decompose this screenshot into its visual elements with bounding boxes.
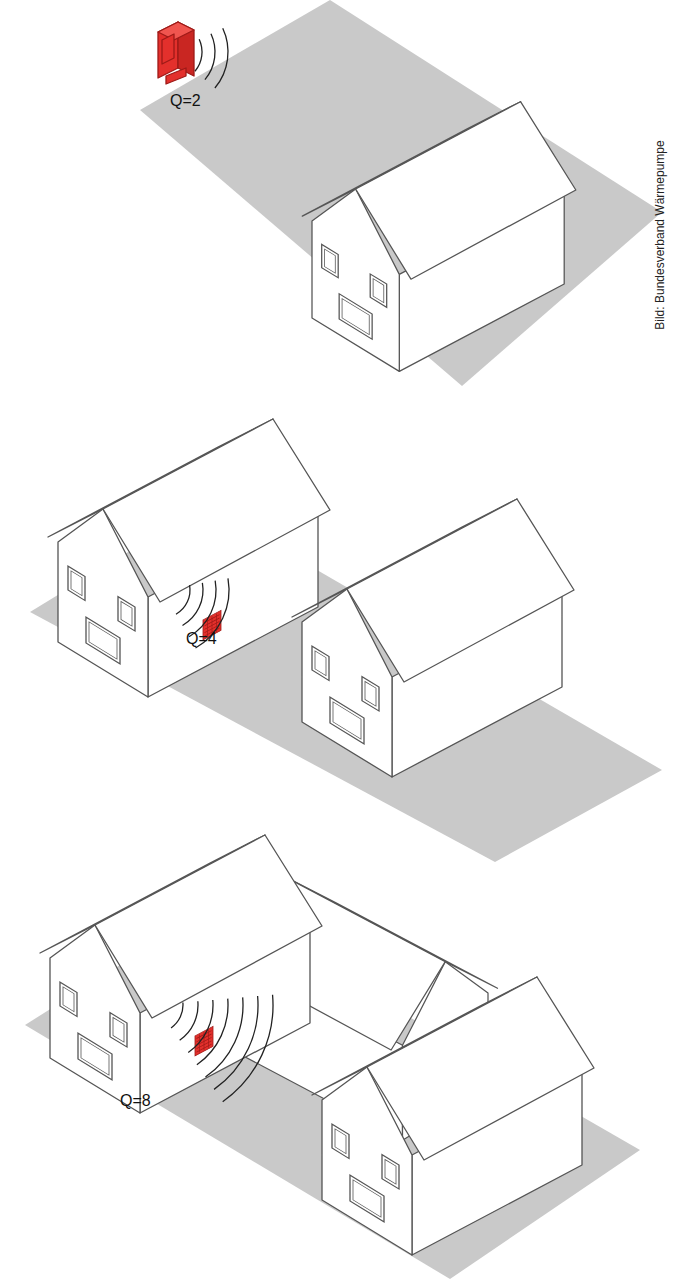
window-frame (315, 651, 326, 676)
window (370, 274, 386, 307)
pump-base (166, 68, 186, 84)
window-frame (353, 1180, 381, 1217)
roof (95, 835, 322, 1018)
sound-wave (214, 996, 258, 1089)
roof (356, 102, 576, 280)
window-frame (113, 1017, 124, 1042)
ground-plane (140, 0, 662, 386)
sound-wave (205, 34, 215, 80)
window (332, 1124, 349, 1158)
window (68, 566, 85, 600)
windows (68, 566, 135, 673)
window-frame (385, 1159, 396, 1184)
window (322, 244, 338, 277)
sound-wave (183, 583, 204, 626)
window-frame (335, 1129, 346, 1154)
sound-wave (180, 1001, 198, 1040)
sound-wave (205, 997, 243, 1077)
roof (347, 499, 574, 682)
sound-wave (215, 28, 228, 88)
window-frame (333, 702, 361, 739)
outdoor-heat-pump (158, 22, 194, 84)
window (362, 677, 379, 711)
window (86, 617, 120, 664)
sound-wave (197, 999, 228, 1065)
window-frame (365, 681, 376, 706)
window (382, 1155, 399, 1189)
window-frame (373, 279, 384, 303)
window (118, 597, 135, 631)
windows (60, 982, 127, 1089)
sound-wave (176, 585, 190, 614)
window-frame (325, 249, 336, 273)
window-frame (81, 1038, 109, 1075)
house (312, 977, 594, 1255)
house (40, 835, 322, 1113)
roof (367, 977, 594, 1160)
ground-plane (30, 505, 662, 862)
grille (195, 1026, 213, 1056)
window (330, 697, 364, 744)
heat-output-label: Q=8 (120, 1092, 151, 1110)
window-frame (121, 601, 132, 626)
heat-output-label: Q=2 (170, 92, 201, 110)
window (78, 1033, 112, 1080)
window-frame (342, 299, 369, 335)
sound-wave (189, 581, 216, 637)
sound-wave (171, 1003, 183, 1028)
window-frame (71, 571, 82, 596)
windows (322, 244, 387, 348)
window (350, 1175, 384, 1222)
windows (312, 646, 379, 753)
window-frame (63, 987, 74, 1012)
sound-wave (195, 39, 202, 71)
window-frame (89, 622, 117, 659)
grille-slat (208, 1030, 209, 1048)
window (339, 294, 372, 339)
pump-panel (162, 34, 174, 64)
window (60, 982, 77, 1016)
house (302, 102, 576, 372)
roof (103, 419, 330, 602)
house (48, 419, 330, 697)
sound-wave (188, 1000, 213, 1053)
image-credit: Bild: Bundesverband Wärmepumpe (653, 140, 667, 329)
windows (332, 1124, 399, 1231)
heat-pump-grille (195, 1026, 213, 1056)
sound-wave (223, 995, 273, 1102)
window (312, 646, 329, 680)
pump-top (158, 22, 194, 40)
heat-output-label: Q=4 (186, 630, 217, 648)
house (292, 499, 574, 777)
window (110, 1013, 127, 1047)
